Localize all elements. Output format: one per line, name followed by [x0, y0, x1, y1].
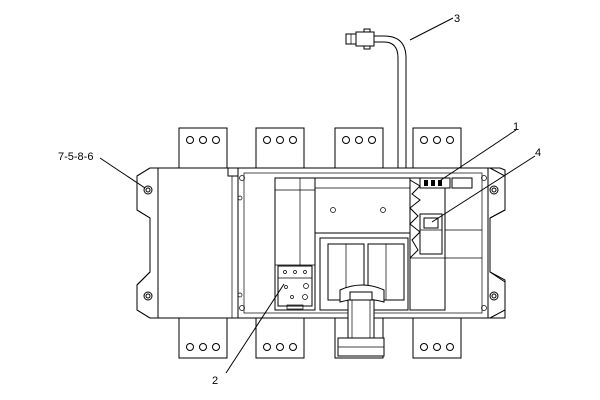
callout-leaders: [99, 17, 536, 374]
leader-line-3: [409, 17, 454, 41]
callout-ref-7-5-8-6: 7-5-8-6: [58, 151, 93, 163]
leader-line-1: [437, 129, 517, 183]
terminal-lug: [412, 127, 462, 169]
left-side-cover: [157, 167, 243, 319]
shunt-trip-component: [419, 213, 443, 255]
terminal-lug: [178, 127, 228, 169]
top-terminal-lugs: [178, 127, 462, 169]
connector-block: [419, 177, 473, 189]
harness-plug: [345, 28, 375, 50]
terminal-lug: [334, 127, 384, 169]
bottom-terminal-lugs: [178, 317, 462, 359]
leader-line-2: [225, 283, 285, 374]
wire-harness: [372, 35, 407, 168]
operating-mechanism: [319, 237, 409, 311]
terminal-lug: [412, 317, 462, 359]
terminal-lug: [255, 317, 305, 359]
callout-labels: 7-5-8-6 1 2 3 4: [58, 13, 541, 387]
terminal-lug: [255, 127, 305, 169]
operating-handle[interactable]: [337, 299, 385, 357]
terminal-lug: [178, 317, 228, 359]
callout-2: 2: [212, 375, 218, 387]
callout-3: 3: [454, 13, 460, 25]
callout-4: 4: [535, 147, 541, 159]
leader-line-ref: [99, 157, 146, 189]
auxiliary-switch-block: [277, 265, 313, 310]
callout-1: 1: [513, 121, 519, 133]
mounting-ears: [136, 167, 506, 319]
leader-line-4: [431, 155, 536, 223]
